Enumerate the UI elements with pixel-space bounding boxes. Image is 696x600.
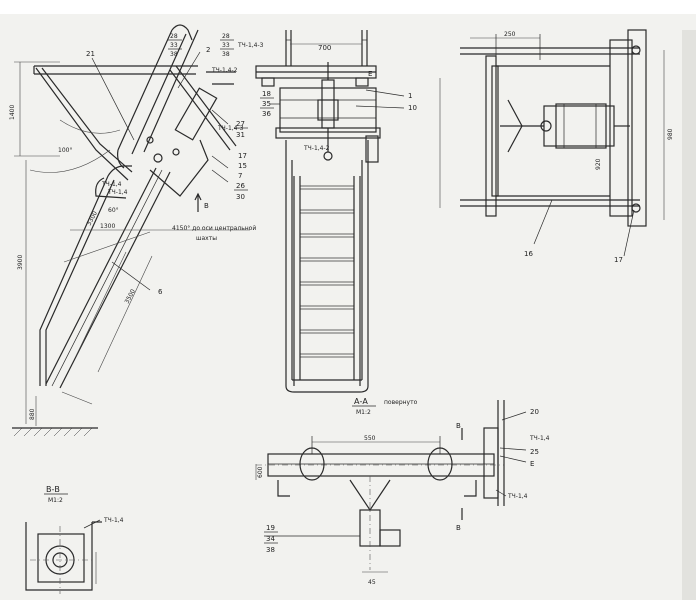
- callout-stack-19-34-38: 19 34 38: [264, 524, 278, 554]
- dim-980: 980: [667, 128, 674, 140]
- weld-note-8: ТЧ-1,4-3: [217, 125, 244, 132]
- svg-text:26: 26: [236, 182, 245, 190]
- svg-text:28: 28: [222, 33, 230, 40]
- section-b-bottom: B: [456, 524, 461, 532]
- plan-view-cylinder: [439, 29, 665, 257]
- section-aa-title: А-А М1:2 повернуто: [352, 397, 418, 416]
- svg-text:30: 30: [236, 193, 245, 201]
- svg-text:33: 33: [170, 42, 178, 49]
- dim-600: 600: [257, 466, 264, 478]
- svg-text:27: 27: [236, 120, 245, 128]
- svg-text:18: 18: [262, 90, 271, 98]
- callout-2: 2: [206, 46, 210, 54]
- section-aa-detail: [255, 400, 527, 573]
- svg-text:35: 35: [262, 100, 271, 108]
- center-note-line1: 4150° до оси центральной: [172, 225, 256, 232]
- top-border: [0, 0, 696, 14]
- weld-note-4: ТЧ-1,4-2: [303, 145, 330, 152]
- callout-stack-28-33-38-b: 28 33 38: [220, 33, 234, 58]
- weld-note-7: ТЧ-1,4: [103, 517, 124, 524]
- dim-100deg: 100°: [58, 147, 72, 154]
- section-bb-detail: [25, 519, 102, 594]
- svg-text:31: 31: [236, 131, 245, 139]
- callout-stack-27-31: 27 31: [234, 120, 248, 139]
- svg-text:М1:2: М1:2: [48, 497, 63, 504]
- svg-text:38: 38: [170, 51, 178, 58]
- callout-stack-28-33-38-a: 28 33 38: [168, 33, 182, 58]
- svg-text:38: 38: [266, 546, 275, 554]
- dim-880: 880: [29, 408, 36, 420]
- callout-1: 1: [408, 92, 412, 100]
- svg-text:36: 36: [262, 110, 271, 118]
- svg-text:38: 38: [222, 51, 230, 58]
- callout-stack-18-35-36: 18 35 36: [260, 90, 274, 118]
- section-bb-title: В-В М1:2: [44, 485, 68, 504]
- callout-16: 16: [524, 250, 533, 258]
- callout-20: 20: [530, 408, 539, 416]
- side-view-inclined-ladder: [12, 24, 250, 437]
- weld-note-2: ТЧ-1,4-2: [211, 67, 238, 74]
- weld-note-5: ТЧ-1,4: [529, 435, 550, 442]
- ladder-rungs: [299, 185, 355, 358]
- dim-45: 45: [368, 579, 376, 586]
- dim-60deg: 60°: [108, 207, 119, 214]
- callout-17: 17: [238, 152, 247, 160]
- section-b-top: B: [456, 422, 461, 430]
- right-edge-shadow: [682, 30, 696, 600]
- svg-text:повернуто: повернуто: [384, 399, 418, 406]
- weld-note-6: ТЧ-1,4: [507, 493, 528, 500]
- front-view-ladder: [255, 30, 405, 393]
- svg-text:В-В: В-В: [46, 485, 60, 494]
- callout-21: 21: [86, 50, 95, 58]
- letter-e-bottom: E: [530, 460, 534, 468]
- dim-250: 250: [504, 31, 516, 38]
- hinge-mechanism: [146, 65, 237, 197]
- weld-note-9: ТЧ-1,4: [107, 189, 128, 196]
- callout-6: 6: [158, 288, 163, 296]
- svg-text:33: 33: [222, 42, 230, 49]
- center-note-line2: шахты: [196, 235, 217, 242]
- dim-1300: 1300: [100, 223, 115, 230]
- callout-7: 7: [238, 172, 242, 180]
- callout-10: 10: [408, 104, 417, 112]
- svg-text:А-А: А-А: [354, 397, 368, 406]
- weld-note-1: ТЧ-1,4-3: [237, 42, 264, 49]
- svg-text:19: 19: [266, 524, 275, 532]
- callout-25: 25: [530, 448, 539, 456]
- view-arrow-b-label: B: [204, 202, 209, 210]
- callout-15: 15: [238, 162, 247, 170]
- svg-text:28: 28: [170, 33, 178, 40]
- callout-17b: 17: [614, 256, 623, 264]
- callout-stack-26-30: 26 30: [234, 182, 248, 201]
- dim-1400: 1400: [9, 105, 16, 120]
- dim-920: 920: [595, 158, 602, 170]
- svg-text:М1:2: М1:2: [356, 409, 371, 416]
- dim-700: 700: [318, 44, 331, 52]
- svg-text:34: 34: [266, 535, 275, 543]
- letter-e-top: E: [368, 70, 372, 78]
- dim-550: 550: [364, 435, 376, 442]
- weld-note-3: ТЧ-1,4: [101, 181, 122, 188]
- dim-3900: 3900: [17, 255, 24, 270]
